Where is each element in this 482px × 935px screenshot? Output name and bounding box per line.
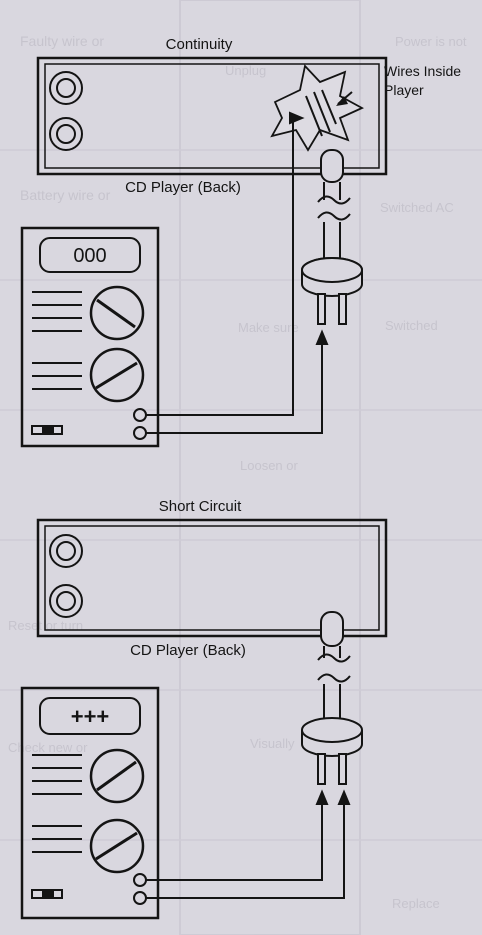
ghost-text: Check new or	[8, 740, 88, 755]
probe-jack-icon	[133, 408, 147, 422]
ghost-text: Replace	[392, 896, 440, 911]
rca-jack-icon	[49, 534, 83, 568]
ghost-text: Faulty wire or	[20, 33, 104, 49]
short-circuit-title: Short Circuit	[159, 498, 242, 515]
callout-label-line2: Player	[384, 82, 424, 98]
probe-jack-icon	[133, 873, 147, 887]
probe-jack-icon	[133, 426, 147, 440]
multimeter-bottom	[20, 686, 160, 920]
multimeter-top	[20, 226, 160, 448]
ghost-text: Visually	[250, 736, 295, 751]
rca-jack-icon	[49, 71, 83, 105]
ghost-text: Battery wire or	[20, 187, 111, 203]
cd-player-top	[36, 56, 388, 176]
dial-icon	[89, 748, 145, 804]
ghost-text: Unplug	[225, 63, 266, 78]
rca-jack-icon	[49, 117, 83, 151]
cd-player-bottom	[36, 518, 388, 638]
ghost-text: Make sure	[238, 320, 299, 335]
continuity-title: Continuity	[166, 36, 233, 53]
rca-jack-icon	[49, 584, 83, 618]
test-leads-bottom	[146, 789, 351, 899]
cd-player-label-bottom: CD Player (Back)	[130, 642, 246, 659]
probe-jack-icon	[133, 891, 147, 905]
ghost-text: Switched	[385, 318, 438, 333]
cd-player-label-top: CD Player (Back)	[125, 179, 241, 196]
ghost-text: Power is not	[395, 34, 467, 49]
power-cord-top	[301, 149, 363, 325]
ghost-text: Loosen or	[240, 458, 298, 473]
dial-icon	[89, 347, 145, 403]
callout-label-line1: Wires Inside	[384, 63, 461, 79]
dial-icon	[89, 818, 145, 874]
power-cord-bottom	[301, 611, 363, 785]
meter-display-top: 000	[73, 245, 106, 267]
wires-inside-cutaway	[270, 64, 365, 152]
test-leads-top	[146, 111, 329, 434]
dial-icon	[89, 285, 145, 341]
ghost-text: Switched AC	[380, 200, 454, 215]
meter-display-bottom: +++	[71, 704, 110, 729]
